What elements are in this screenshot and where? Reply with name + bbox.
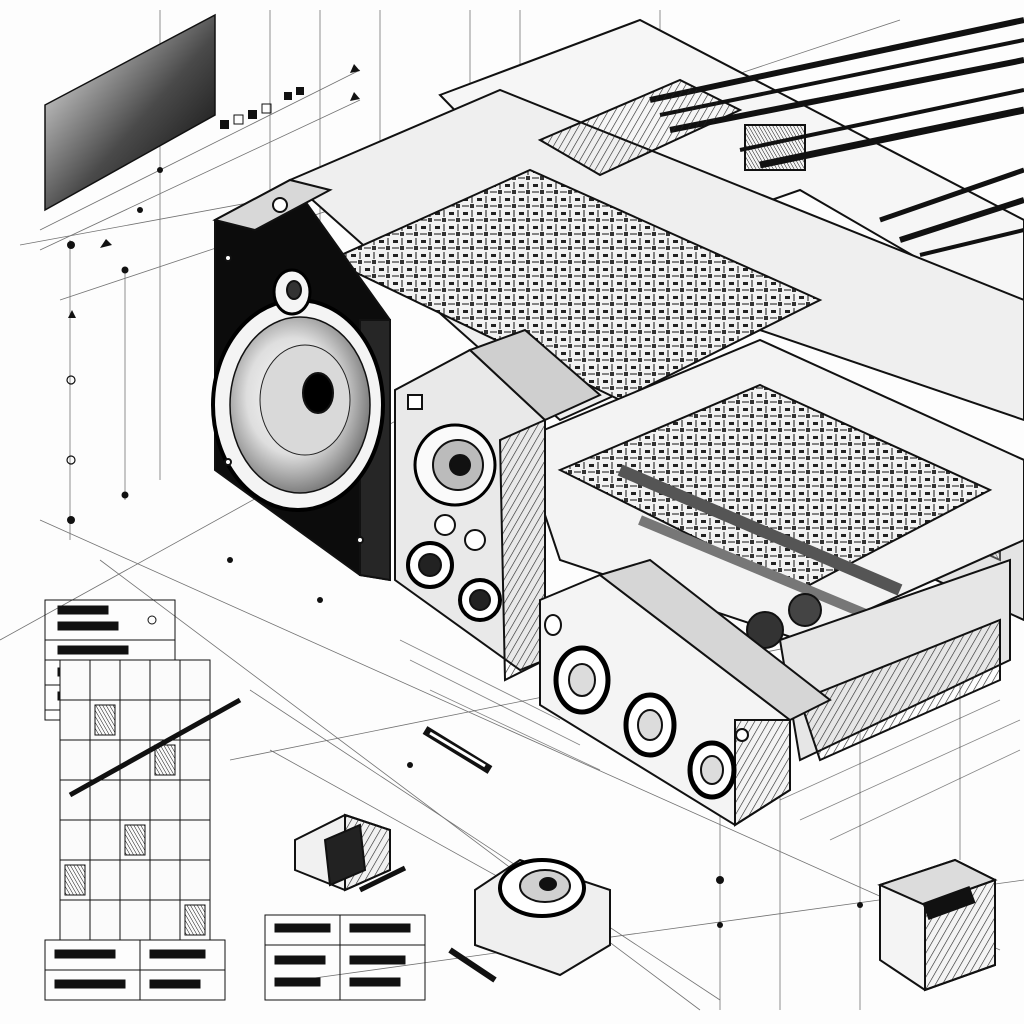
woofer-dustcap [302,372,334,414]
floor-plan-grid [59,659,242,941]
gradient-swatch [44,13,216,212]
driver-module [394,328,602,682]
scribble-label-top [220,87,304,129]
connector-block [539,558,832,827]
floor-shading [399,639,1021,841]
battery-block-component [877,858,998,992]
rotary-knob-component [448,858,611,983]
spec-table-bottom [44,914,426,1001]
small-cube-component [294,813,407,893]
speaker-cabinet [211,178,391,582]
dimension-markers [66,64,863,928]
stylus-component [422,726,493,774]
